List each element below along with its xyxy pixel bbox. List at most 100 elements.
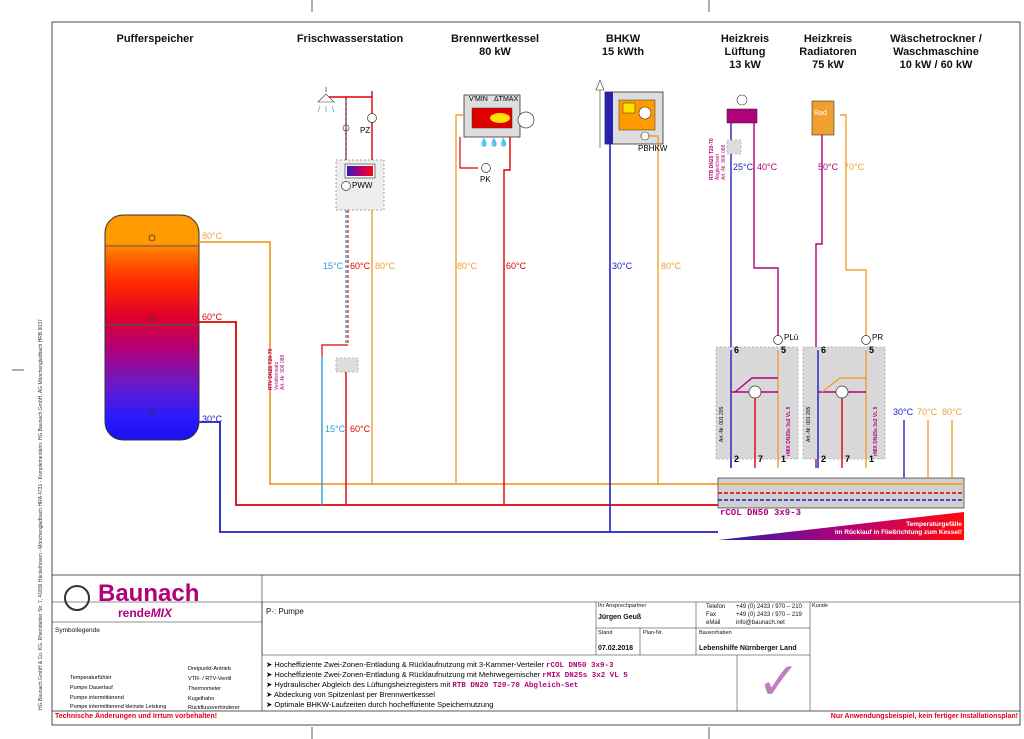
legend-pumpe-intermittierend: Pumpe intermittierend bbox=[70, 695, 124, 701]
legend-kugelhahn: Kugelhahn bbox=[188, 696, 215, 702]
boiler-dtmax: ΔTMAX bbox=[494, 96, 519, 103]
header-radiatoren-l1: Heizkreis bbox=[803, 33, 853, 45]
pump-plu-label: PLü bbox=[784, 333, 799, 342]
rmix-label-1: rMIX DN25s 3x2 VL 5 bbox=[786, 406, 792, 456]
checkmark-icon: ✓ bbox=[757, 653, 801, 711]
bauvorhaben-value: Lebenshilfe Nürnberger Land bbox=[699, 645, 797, 652]
footer-left: Technische Änderungen und Irrtum vorbeha… bbox=[55, 713, 218, 720]
pump-pww-label: PWW bbox=[352, 181, 373, 190]
rmix-block-2 bbox=[802, 346, 886, 460]
temp-rad-70: 70°C bbox=[844, 162, 865, 172]
brand-sub-1: rende bbox=[118, 606, 151, 620]
temp-bhkw-30: 30°C bbox=[612, 261, 633, 271]
legend-pumpe-dauerlauf: Pumpe Dauerlauf bbox=[70, 685, 113, 691]
rmix-label-2: rMIX DN25s 3x2 VL 5 bbox=[873, 406, 879, 456]
email-label: eMail bbox=[706, 620, 721, 626]
plan-label: Plan-Nr. bbox=[643, 630, 663, 636]
brand-sub-2: MIX bbox=[150, 606, 173, 620]
header-lueftung-l3: 13 kW bbox=[729, 59, 761, 71]
header-bhkw: BHKW 15 kWth bbox=[583, 33, 663, 59]
fax-label: Fax bbox=[706, 612, 717, 618]
header-lueftung-l1: Heizkreis bbox=[720, 33, 770, 45]
valve-7b: 7 bbox=[845, 454, 851, 464]
valve-5a: 5 bbox=[781, 345, 787, 355]
temperaturgefaelle-label: Temperaturgefälle im Rücklauf in Fließri… bbox=[820, 521, 962, 537]
temp-bhkw-80: 80°C bbox=[661, 261, 682, 271]
header-brennwertkessel-power: 80 kW bbox=[479, 46, 511, 58]
valve-7a: 7 bbox=[758, 454, 764, 464]
temp-lue-40: 40°C bbox=[757, 162, 778, 172]
temp-fws-60: 60°C bbox=[350, 261, 371, 271]
legend-dreipunkt: Dreipunkt-Antrieb bbox=[188, 666, 231, 672]
temp-rtv-15: 15°C bbox=[325, 424, 346, 434]
rtb-label-3: Art.-Nr. 906 088 bbox=[721, 144, 727, 180]
radiator-label: Rad bbox=[814, 110, 827, 117]
bauvorhaben-label: Bauvorhaben bbox=[699, 630, 732, 636]
header-radiatoren-l3: 75 kW bbox=[812, 59, 844, 71]
valve-2b: 2 bbox=[821, 454, 827, 464]
brand-sub: rendeMIX bbox=[118, 606, 172, 620]
ansprechpartner-name: Jürgen Geuß bbox=[598, 614, 642, 621]
telefon-label: Telefon bbox=[706, 604, 726, 610]
valve-2a: 2 bbox=[734, 454, 740, 464]
page-frame bbox=[51, 21, 1021, 726]
temperaturgefaelle-l1: Temperaturgefälle bbox=[906, 521, 962, 528]
bullet-4-text: Abdeckung von Spitzenlast per Brennwertk… bbox=[273, 690, 435, 699]
rtv-label-3: Art.-Nr. 906 089 bbox=[280, 354, 286, 390]
temp-boiler-60: 60°C bbox=[506, 261, 527, 271]
temp-wt-30: 30°C bbox=[893, 407, 914, 417]
ansprechpartner-label: Ihr Ansprechpartner bbox=[598, 603, 647, 609]
rmix-block-1 bbox=[715, 346, 799, 460]
header-frischwasserstation: Frischwasserstation bbox=[296, 33, 404, 45]
bullet-4: ➤ Abdeckung von Spitzenlast per Brennwer… bbox=[266, 690, 435, 699]
pump-pz-label: PZ bbox=[360, 126, 371, 135]
bullet-5-text: Optimale BHKW-Laufzeiten durch hocheffiz… bbox=[274, 700, 494, 709]
legend-rueckflussverhinderer: Rückflussverhinderer bbox=[188, 705, 240, 711]
email-value[interactable]: info@baunach.net bbox=[736, 620, 785, 626]
footer-right: Nur Anwendungsbeispiel, kein fertiger In… bbox=[830, 713, 1018, 720]
valve-5b: 5 bbox=[869, 345, 875, 355]
valve-1a: 1 bbox=[781, 454, 787, 464]
rtb-label: RTB DN20 T20-70 Abgleichset Art.-Nr. 906… bbox=[709, 138, 727, 180]
buffer-tank bbox=[104, 214, 200, 441]
side-imprint: HG Baunach GmbH & Co. KG, Rheindahler St… bbox=[38, 319, 44, 710]
brand-logo: Baunach rendeMIX bbox=[62, 580, 257, 622]
bullet-1-text: Hocheffiziente Zwei-Zonen-Entladung & Rü… bbox=[274, 660, 547, 669]
bullet-2-text: Hocheffiziente Zwei-Zonen-Entladung & Rü… bbox=[274, 670, 543, 679]
valve-1b: 1 bbox=[869, 454, 875, 464]
temp-rad-50: 50°C bbox=[818, 162, 839, 172]
rmix-art-1: Art.-Nr. 001 205 bbox=[719, 406, 725, 442]
bullet-1-code: rCOL DN50 3x9-3 bbox=[546, 662, 614, 670]
pump-pbhkw-label: PBHKW bbox=[638, 144, 668, 153]
svg-text:💧💧💧: 💧💧💧 bbox=[479, 137, 509, 147]
bullet-2-code: rMIX DN25s 3x2 VL 5 bbox=[542, 672, 628, 680]
temperaturgefaelle-l2: im Rücklauf in Fließrichtung zum Kessel! bbox=[834, 529, 962, 536]
header-bhkw-power: 15 kWth bbox=[601, 46, 645, 58]
symbollegende-title: Symbollegende bbox=[55, 627, 100, 634]
boiler-vmin: V'MIN bbox=[469, 96, 488, 103]
telefon-value: +49 (0) 2433 / 970 – 210 bbox=[736, 604, 802, 610]
header-heizkreis-radiatoren: Heizkreis Radiatoren 75 kW bbox=[788, 33, 868, 72]
bullet-5: ➤ Optimale BHKW-Laufzeiten durch hocheff… bbox=[266, 700, 494, 709]
header-waesche: Wäschetrockner / Waschmaschine 10 kW / 6… bbox=[880, 33, 992, 72]
legend-thermometer: Thermometer bbox=[188, 686, 222, 692]
kunde-label: Kunde bbox=[812, 603, 828, 609]
header-waesche-l2: Waschmaschine bbox=[893, 46, 979, 58]
temp-wt-80: 80°C bbox=[942, 407, 963, 417]
bullet-3-text: Hydraulischer Abgleich des Lüftungsheizr… bbox=[274, 680, 453, 689]
header-lueftung-l2: Lüftung bbox=[724, 46, 766, 58]
legend-temperaturfuehler: Temperaturfühler bbox=[70, 675, 112, 681]
temp-wt-70: 70°C bbox=[917, 407, 938, 417]
header-heizkreis-lueftung: Heizkreis Lüftung 13 kW bbox=[705, 33, 785, 72]
temp-lue-25: 25°C bbox=[733, 162, 754, 172]
rtv-label: RTV DN25 T20-70 Ventileinsatz Art.-Nr. 9… bbox=[268, 349, 286, 390]
bullet-3: ➤ Hydraulischer Abgleich des Lüftungshei… bbox=[266, 680, 579, 690]
temp-tank-60: 60°C bbox=[202, 312, 223, 322]
legend-pumpe-intermittierend-klein: Pumpe intermittierend kleinste Leistung bbox=[70, 704, 167, 710]
fax-value: +49 (0) 2433 / 970 – 219 bbox=[736, 612, 802, 618]
temp-tank-80: 80°C bbox=[202, 231, 223, 241]
bullet-2: ➤ Hocheffiziente Zwei-Zonen-Entladung & … bbox=[266, 670, 628, 680]
temp-rtv-60: 60°C bbox=[350, 424, 371, 434]
valve-6b: 6 bbox=[821, 345, 827, 355]
